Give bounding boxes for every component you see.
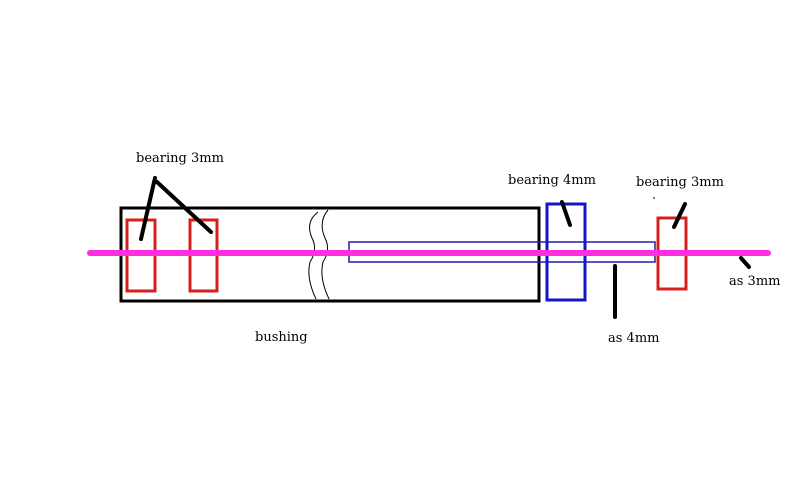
leader-shaft-3mm xyxy=(739,256,751,269)
leader-bearing-left-2 xyxy=(155,180,213,234)
label-bushing: bushing xyxy=(255,330,308,345)
label-shaft-thin: as 3mm xyxy=(729,274,780,289)
leader-bearing-middle xyxy=(560,200,572,227)
leader-bearing-left-1 xyxy=(139,176,157,241)
label-bearing-left: bearing 3mm xyxy=(136,151,224,166)
leader-bearing-right xyxy=(672,202,687,229)
label-shaft-thick: as 4mm xyxy=(608,331,659,346)
label-bearing-right: bearing 3mm xyxy=(636,175,724,190)
label-bearing-middle: bearing 4mm xyxy=(508,173,596,188)
